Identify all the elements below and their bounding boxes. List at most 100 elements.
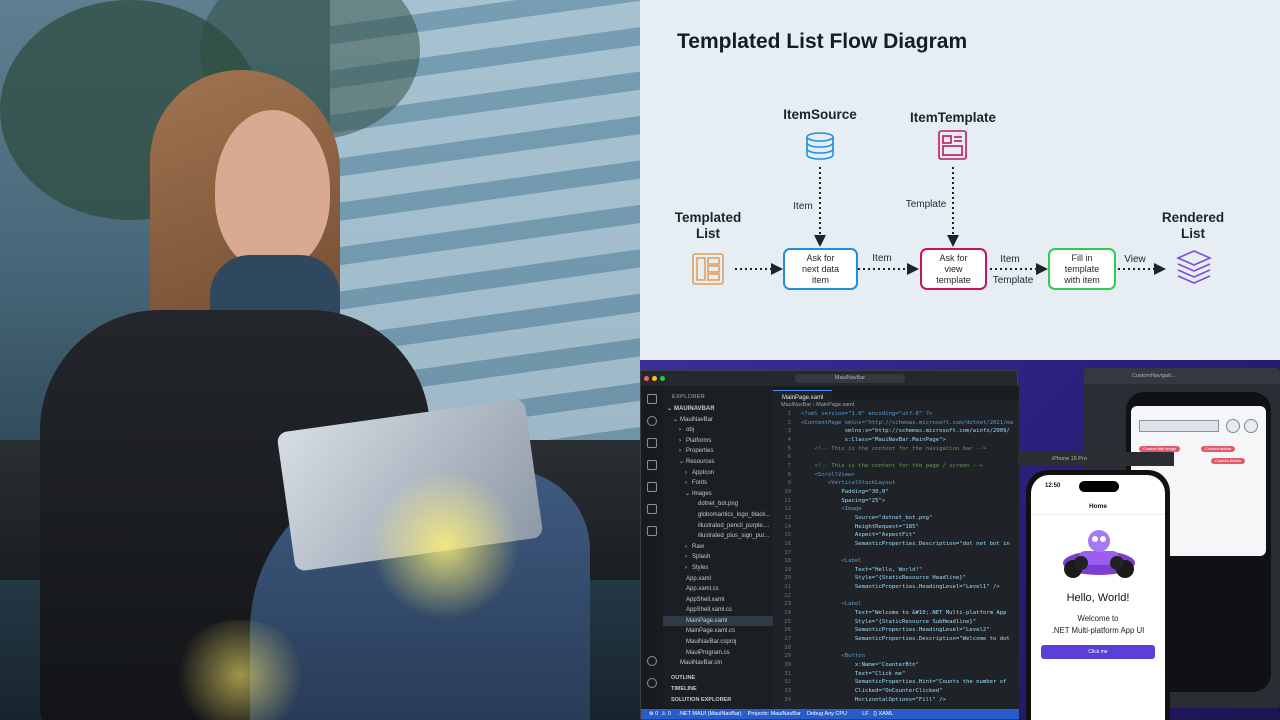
code-line[interactable]: 28 (773, 644, 1019, 653)
front-simulator-titlebar[interactable]: iPhone 15 Pro (1018, 452, 1174, 466)
explorer-item[interactable]: ›Raw (663, 542, 773, 553)
tab-mainpage-xaml[interactable]: MainPage.xaml (773, 390, 833, 404)
gear-icon[interactable] (647, 678, 657, 688)
run-debug-icon[interactable] (647, 460, 657, 470)
code-line[interactable]: 24 Text="Welcome to &#10;.NET Multi-plat… (773, 609, 1019, 618)
search-icon[interactable] (647, 416, 657, 426)
code-line[interactable]: 1<?xml version="1.0" encoding="utf-8" ?> (773, 410, 1019, 419)
code-line-text: <VerticalStackLayout (801, 480, 896, 487)
explorer-item[interactable]: ›AppIcon (663, 468, 773, 479)
code-line[interactable]: 11 Spacing="25"> (773, 497, 1019, 506)
welcome-label: Welcome to .NET Multi-platform App UI (1051, 614, 1145, 635)
click-me-button[interactable]: Click me (1041, 645, 1155, 659)
explorer-item[interactable]: ⌄MAUINAVBAR (663, 404, 773, 415)
custom-button-icon[interactable] (1226, 419, 1240, 433)
code-line[interactable]: 29 <Button (773, 652, 1019, 661)
explorer-item[interactable]: App.xaml (663, 574, 773, 585)
code-text[interactable]: 1<?xml version="1.0" encoding="utf-8" ?>… (773, 410, 1019, 704)
code-line[interactable]: 3 xmlns:x="http://schemas.microsoft.com/… (773, 427, 1019, 436)
code-line[interactable]: 25 Style="{StaticResource SubHeadline}" (773, 618, 1019, 627)
close-window-icon[interactable] (644, 376, 649, 381)
explorer-item[interactable]: ⌄Images (663, 489, 773, 500)
line-number: 8 (787, 471, 791, 478)
explorer-item[interactable]: dotnet_bot.png (663, 499, 773, 510)
code-line[interactable]: 5 <!-- This is the content for the navig… (773, 445, 1019, 454)
code-line[interactable]: 7 <!-- This is the content for the page … (773, 462, 1019, 471)
explorer-item[interactable]: illustrated_plus_sign_pur... (663, 531, 773, 542)
code-line[interactable]: 34 HorizontalOptions="Fill" /> (773, 696, 1019, 705)
explorer-item[interactable]: ›Properties (663, 446, 773, 457)
code-line[interactable]: 19 Text="Hello, World!" (773, 566, 1019, 575)
code-line[interactable]: 8 <ScrollView> (773, 471, 1019, 480)
code-line[interactable]: 18 <Label (773, 557, 1019, 566)
breadcrumb[interactable]: MauiNavBar › MainPage.xaml (781, 402, 855, 408)
code-line[interactable]: 30 x:Name="CounterBtn" (773, 661, 1019, 670)
code-line[interactable]: 26 SemanticProperties.HeadingLevel="Leve… (773, 626, 1019, 635)
explorer-item-label: MainPage.xaml.cs (686, 628, 736, 635)
explorer-item[interactable]: ›obj (663, 425, 773, 436)
code-line[interactable]: 4 x:Class="MauiNavBar.MainPage"> (773, 436, 1019, 445)
code-line[interactable]: 10 Padding="30,0" (773, 488, 1019, 497)
code-line[interactable]: 15 Aspect="AspectFit" (773, 531, 1019, 540)
explorer-item[interactable]: ›Platforms (663, 436, 773, 447)
line-number: 16 (784, 540, 791, 547)
explorer-item[interactable]: MauiNavBar.csproj (663, 637, 773, 648)
code-line-text: <ContentPage xmlns="http://schemas.micro… (801, 419, 1014, 426)
explorer-item[interactable]: MauiProgram.cs (663, 648, 773, 659)
back-simulator-titlebar[interactable]: CustomNavigati... (1084, 368, 1280, 384)
code-line[interactable]: 14 HeightRequest="185" (773, 523, 1019, 532)
line-number: 21 (784, 584, 791, 591)
ide-screenshot-panel: CustomNavigati... Custom title image Cus… (640, 360, 1280, 720)
code-line[interactable]: 32 SemanticProperties.Hint="Counts the n… (773, 678, 1019, 687)
explorer-item[interactable]: globomantics_logo_black... (663, 510, 773, 521)
explorer-item[interactable]: ›Splash (663, 552, 773, 563)
explorer-icon[interactable] (647, 394, 657, 404)
code-line[interactable]: 6 (773, 453, 1019, 462)
edge-label-template: Template (905, 199, 947, 210)
solution-icon[interactable] (647, 526, 657, 536)
code-line[interactable]: 12 <Image (773, 505, 1019, 514)
maximize-window-icon[interactable] (660, 376, 665, 381)
code-line-text: Text="Hello, World!" (801, 566, 923, 573)
code-line[interactable]: 2<ContentPage xmlns="http://schemas.micr… (773, 419, 1019, 428)
code-line[interactable]: 17 (773, 549, 1019, 558)
vscode-titlebar: MauiNavBar (641, 371, 1017, 386)
explorer-item[interactable]: App.xaml.cs (663, 584, 773, 595)
explorer-item[interactable]: ›Styles (663, 563, 773, 574)
explorer-item[interactable]: ⌄MauiNavBar (663, 415, 773, 426)
code-line[interactable]: 22 (773, 592, 1019, 601)
extensions-icon[interactable] (647, 482, 657, 492)
solution-explorer-section[interactable]: SOLUTION EXPLORER (671, 697, 732, 703)
explorer-item[interactable]: ⌄Resources (663, 457, 773, 468)
edge-label-view: View (1124, 254, 1146, 265)
code-line[interactable]: 20 Style="{StaticResource Headline}" (773, 574, 1019, 583)
minimize-window-icon[interactable] (652, 376, 657, 381)
code-line[interactable]: 33 Clicked="OnCounterClicked" (773, 687, 1019, 696)
code-line[interactable]: 13 Source="dotnet_bot.png" (773, 514, 1019, 523)
status-bar[interactable]: ⊗ 0 ⚠ 0 .NET MAUI (MauiNavBar) Projects:… (641, 709, 1019, 719)
explorer-item[interactable]: AppShell.xaml (663, 595, 773, 606)
account-icon[interactable] (647, 656, 657, 666)
explorer-item[interactable]: MainPage.xaml.cs (663, 626, 773, 637)
explorer-item[interactable]: MainPage.xaml (663, 615, 773, 627)
code-line[interactable]: 23 <Label (773, 600, 1019, 609)
custom-button-icon[interactable] (1244, 419, 1258, 433)
timeline-section[interactable]: TIMELINE (671, 686, 697, 692)
explorer-item-label: obj (686, 427, 695, 434)
code-line[interactable]: 9 <VerticalStackLayout (773, 479, 1019, 488)
explorer-item[interactable]: ›Fonts (663, 478, 773, 489)
explorer-item[interactable]: illustrated_pencil_purple.... (663, 521, 773, 532)
code-line[interactable]: 16 SemanticProperties.Description="dot n… (773, 540, 1019, 549)
code-line[interactable]: 21 SemanticProperties.HeadingLevel="Leve… (773, 583, 1019, 592)
chevron-icon: › (685, 480, 687, 487)
testing-icon[interactable] (647, 504, 657, 514)
vscode-window: MauiNavBar EXPLORER ⌄MAUINAVBAR⌄MauiNavB… (640, 370, 1019, 720)
explorer-item[interactable]: MauiNavBar.sln (663, 658, 773, 669)
outline-section[interactable]: OUTLINE (671, 675, 696, 681)
explorer-item[interactable]: AppShell.xaml.cs (663, 605, 773, 616)
code-line[interactable]: 27 SemanticProperties.Description="Welco… (773, 635, 1019, 644)
source-control-icon[interactable] (647, 438, 657, 448)
command-search-input[interactable]: MauiNavBar (795, 374, 905, 383)
line-number: 7 (787, 462, 791, 469)
code-line[interactable]: 31 Text="Click me" (773, 670, 1019, 679)
